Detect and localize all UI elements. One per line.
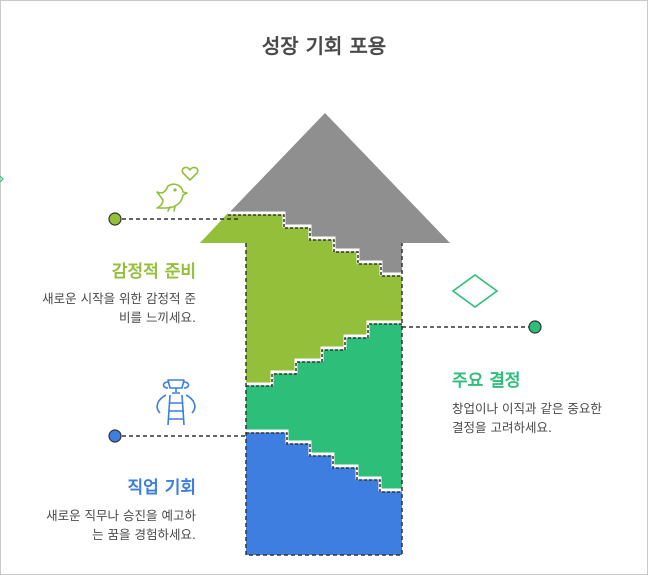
desc-emotional-readiness-line2: 비를 느끼세요. <box>119 310 196 325</box>
desc-emotional-readiness: 새로운 시작을 위한 감정적 준 비를 느끼세요. <box>8 289 196 327</box>
segment-key-decisions <box>246 322 402 490</box>
desc-key-decisions-line1: 창업이나 이직과 같은 중요한 <box>452 401 602 416</box>
desc-key-decisions-line2: 결정을 고려하세요. <box>452 420 552 435</box>
arrow-body-outline <box>245 243 403 556</box>
desc-key-decisions: 창업이나 이직과 같은 중요한 결정을 고려하세요. <box>452 399 642 437</box>
bird-with-heart-icon <box>156 166 199 212</box>
label-key-decisions: 주요 결정 <box>452 371 521 391</box>
desc-career-opportunity-line2: 는 꿈을 경험하세요. <box>92 527 196 542</box>
chevron-right-icon <box>0 175 4 183</box>
node-career-opportunity <box>108 429 122 443</box>
segment-career-opportunity <box>246 431 402 555</box>
desc-career-opportunity-line1: 새로운 직무나 승진을 예고하 <box>46 508 196 523</box>
diagram-title: 성장 기회 포용 <box>261 34 387 58</box>
diamond-icon <box>451 274 499 308</box>
ladder-with-trophy-icon <box>156 379 196 426</box>
segment-emotional-readiness <box>200 213 402 384</box>
desc-career-opportunity: 새로운 직무나 승진을 예고하 는 꿈을 경험하세요. <box>8 506 196 544</box>
node-emotional-readiness <box>108 212 122 226</box>
desc-emotional-readiness-line1: 새로운 시작을 위한 감정적 준 <box>42 291 196 306</box>
node-key-decisions <box>528 320 542 334</box>
label-emotional-readiness: 감정적 준비 <box>111 262 196 282</box>
step-shadows <box>228 214 402 493</box>
label-career-opportunity: 직업 기회 <box>127 478 196 498</box>
